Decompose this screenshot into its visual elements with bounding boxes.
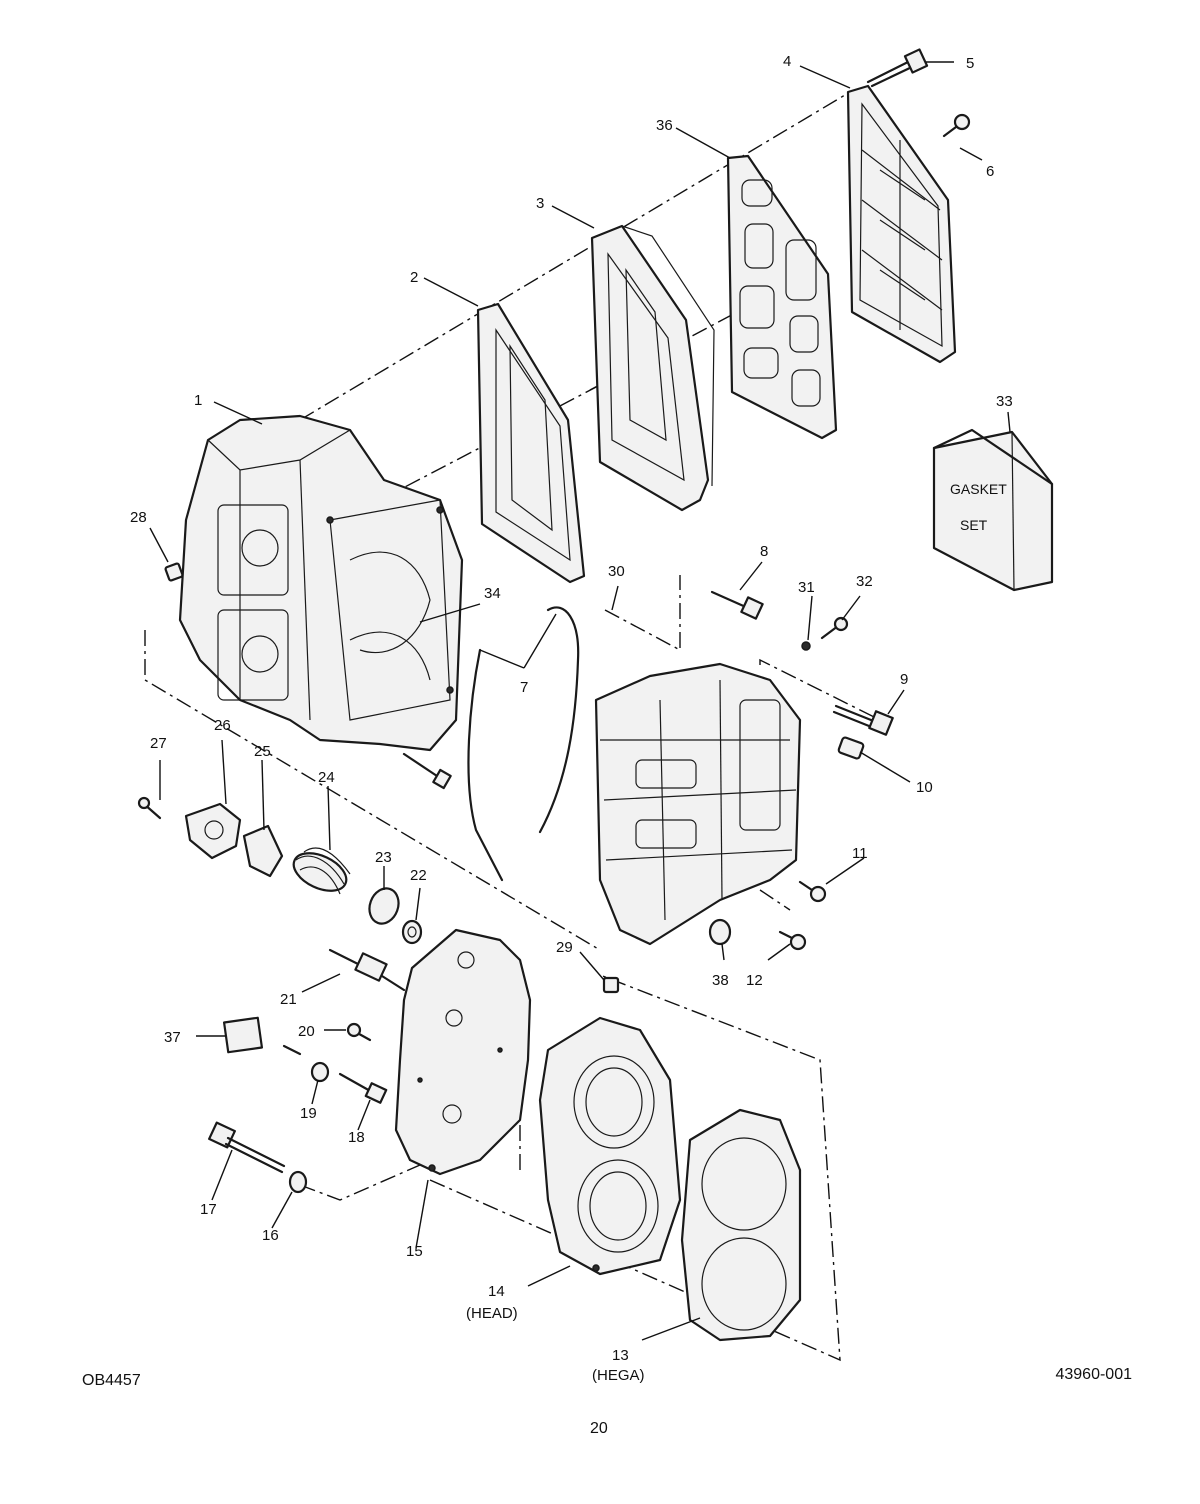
callout-18: 18 [348,1129,365,1146]
callout-13-sub: (HEGA) [592,1367,645,1384]
sensor-part-18 [338,1072,388,1104]
screw-part-12 [778,930,807,951]
page-number: 20 [590,1420,608,1437]
gasket-set-box-part-33: GASKET SET [932,428,1054,592]
callout-16: 16 [262,1227,279,1244]
callout-6: 6 [986,163,994,180]
callout-27: 27 [150,735,167,752]
callout-20: 20 [298,1023,315,1040]
washer-part-31 [801,641,811,651]
bolt-part-17 [208,1121,286,1174]
callout-4: 4 [783,53,791,70]
thermostat-part-23 [368,887,400,925]
callout-19: 19 [300,1105,317,1122]
cylinder-cover-part-15 [394,928,532,1176]
callout-30: 30 [608,563,625,580]
seal-strip-part-7 [467,606,580,882]
callout-22: 22 [410,867,427,884]
callout-28: 28 [130,509,147,526]
callout-17: 17 [200,1201,217,1218]
callout-10: 10 [916,779,933,796]
callout-29: 29 [556,939,573,956]
callout-1: 1 [194,392,202,409]
callout-26: 26 [214,717,231,734]
box-label-line1: GASKET [950,481,1007,497]
washer-part-16 [288,1170,308,1194]
gasket-part-2 [476,302,586,584]
callout-23: 23 [375,849,392,866]
screw-part-27 [137,796,162,820]
screw-part-32 [820,616,849,640]
diagram-code-left: OB4457 [82,1372,141,1389]
diagram-code-right: 43960-001 [1055,1366,1132,1383]
plug-decal-part-37 [222,1016,264,1054]
callout-12: 12 [746,972,763,989]
grommet-part-38 [708,918,732,946]
callout-25: 25 [254,743,271,760]
callout-24: 24 [318,769,335,786]
callout-13: 13 [612,1347,629,1364]
callout-37: 37 [164,1029,181,1046]
callout-21: 21 [280,991,297,1008]
thermostat-cover-part-26 [184,802,242,860]
cover-plate-part-4 [846,84,957,364]
spark-plug-part-21 [328,948,406,992]
callout-8: 8 [760,543,768,560]
callout-5: 5 [966,55,974,72]
callout-7: 7 [520,679,528,696]
exhaust-manifold-block [594,662,802,946]
o-ring-part-19 [282,1044,330,1083]
callout-11: 11 [852,845,868,862]
callout-33: 33 [996,393,1013,410]
bolt-part-5 [866,48,929,88]
bolt-part-8 [710,590,764,620]
callout-36: 36 [656,117,673,134]
cylinder-block-part-1 [178,414,464,752]
screw-part-20 [346,1022,372,1042]
plug-part-29 [602,976,620,994]
leader-lines [149,61,1011,1341]
bolt-part-9 [832,704,894,736]
callout-38: 38 [712,972,729,989]
fitting-part-10 [837,736,865,760]
screw-part-6 [942,113,971,138]
dowel-pin-part-28 [164,562,184,582]
head-gasket-part-13 [680,1108,802,1342]
callout-31: 31 [798,579,815,596]
bolt-part-34 [402,752,452,790]
callout-34: 34 [484,585,501,602]
screw-part-11 [798,880,827,903]
washer-part-22 [401,919,423,945]
callout-9: 9 [900,671,908,688]
callouts: 1 2 3 4 5 6 7 8 9 10 11 12 13 (HEGA) 14 … [130,53,1013,1384]
cylinder-head-part-14 [538,1016,682,1276]
callout-14-sub: (HEAD) [466,1305,518,1322]
callout-14: 14 [488,1283,505,1300]
callout-15: 15 [406,1243,423,1260]
gasket-part-36 [726,154,838,440]
callout-2: 2 [410,269,418,286]
gasket-part-25 [242,824,284,878]
callout-3: 3 [536,195,544,212]
callout-32: 32 [856,573,873,590]
transfer-cover-part-3 [590,224,715,512]
box-label-line2: SET [960,517,988,533]
spring-part-24 [292,847,351,895]
